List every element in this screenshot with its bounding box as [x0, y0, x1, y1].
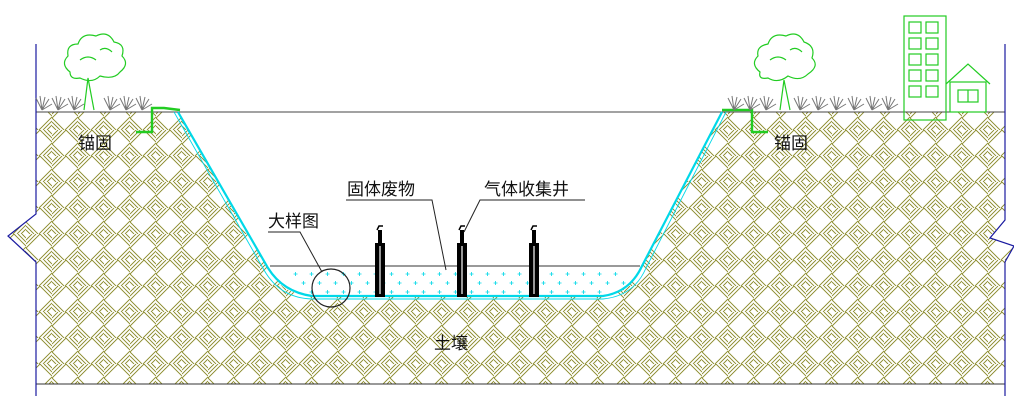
detail-label: 大样图: [268, 212, 319, 232]
liner-inner: [173, 111, 727, 300]
waste-markers: [293, 272, 626, 294]
right-boundary: [988, 44, 1014, 396]
tree-icon: [753, 33, 816, 111]
soil-label: 土壤: [434, 333, 468, 354]
soil-mass: [8, 112, 1014, 384]
anchor-left-label: 锚固: [78, 134, 112, 154]
left-boundary: [7, 44, 37, 396]
well-leader: [463, 199, 585, 233]
gas-wells: [375, 225, 539, 297]
anchor-left-icon: [136, 106, 181, 134]
solid-waste-fill: [270, 266, 640, 296]
solid-waste-label: 固体废物: [347, 180, 415, 200]
gas-well-label: 气体收集井: [484, 180, 569, 200]
house-icon: [945, 63, 991, 113]
detail-leader: [268, 231, 323, 273]
detail-circle: [311, 268, 351, 308]
gas-well-icon: [457, 225, 467, 297]
gas-well-icon: [375, 225, 385, 297]
gas-well-icon: [529, 225, 539, 297]
tree-icon: [63, 33, 127, 111]
waste-leader: [346, 199, 447, 271]
anchor-right-label: 锚固: [774, 134, 808, 154]
grass-icon: [35, 95, 899, 111]
building-icon: [903, 15, 947, 121]
